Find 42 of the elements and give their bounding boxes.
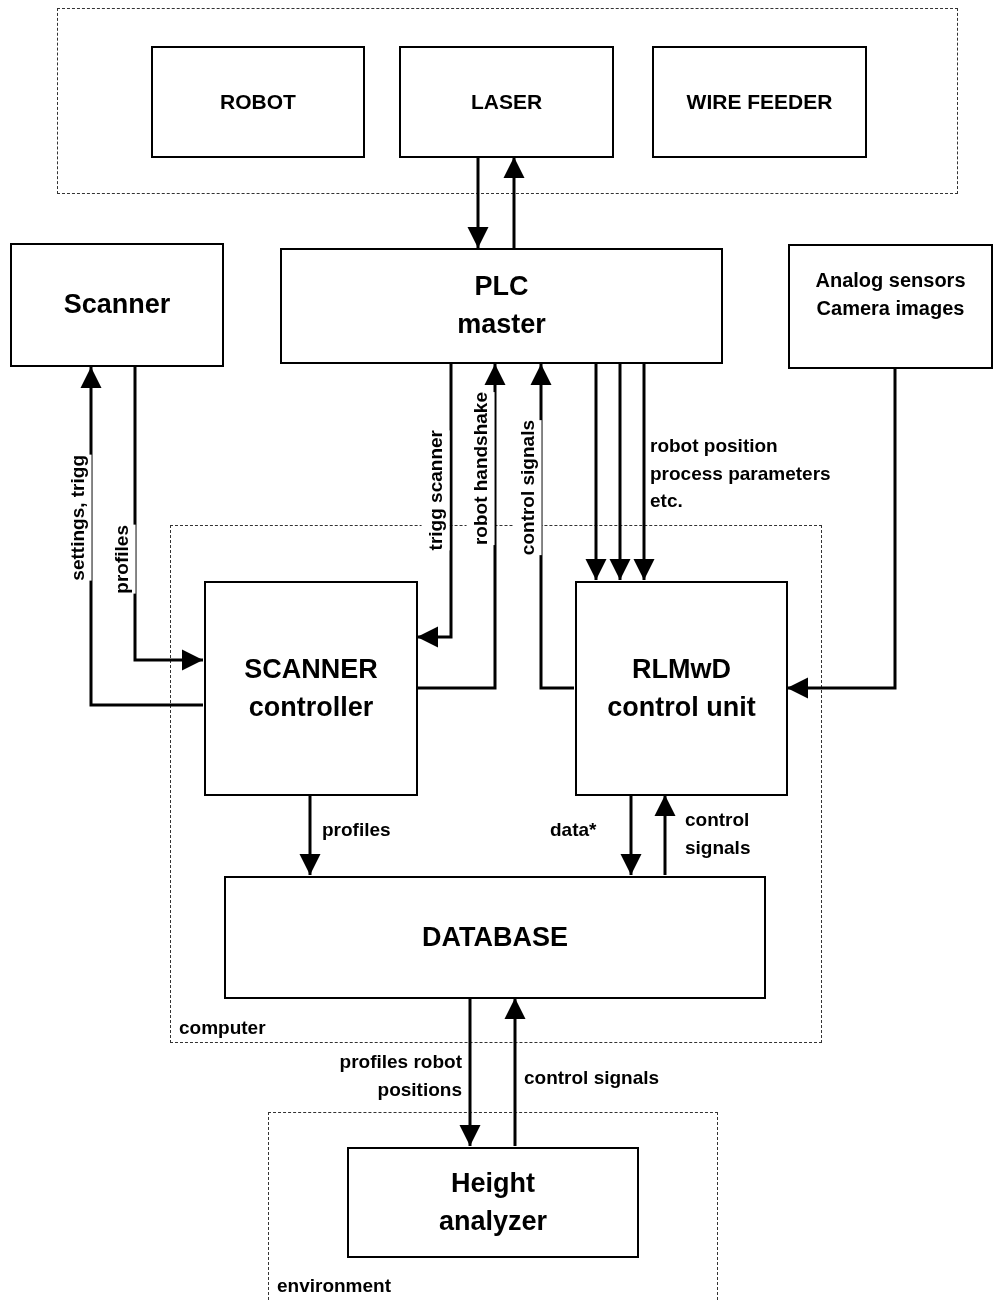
arrow [585, 364, 607, 580]
arrow [80, 367, 203, 707]
arrow [787, 369, 897, 699]
block-box [280, 248, 723, 364]
arrow [620, 795, 642, 875]
block-box [788, 244, 993, 369]
arrow [654, 795, 676, 875]
arrow [530, 364, 574, 690]
edge-label: trigg scanner [422, 430, 450, 551]
box-label: WIRE FEEDER [686, 89, 833, 116]
arrow [459, 998, 481, 1146]
arrow [133, 367, 203, 671]
arrow [299, 795, 321, 875]
edge-label: robot handshake [467, 392, 495, 546]
arrow [467, 157, 489, 248]
block-box [224, 876, 766, 999]
box-label: DATABASE [422, 920, 568, 954]
arrow [504, 998, 526, 1146]
box-label: Camera images [816, 296, 965, 321]
box-label: ROBOT [219, 89, 297, 116]
box-label: Scanner [63, 288, 171, 322]
dashed-group-frame [268, 1112, 718, 1300]
box-label: Analog sensors [815, 268, 966, 293]
block-box [652, 46, 867, 158]
box-label: LASER [470, 89, 543, 116]
edge-label: control signals [514, 420, 542, 556]
dashed-group-frame [57, 8, 958, 194]
box-label: PLC master [456, 270, 547, 341]
box-label: Height analyzer [437, 1166, 549, 1238]
arrow [609, 364, 631, 580]
block-box [399, 46, 614, 158]
block-box [151, 46, 365, 158]
arrow [417, 364, 506, 690]
arrow [633, 364, 655, 580]
box-label: SCANNER controller [243, 652, 379, 724]
block-box [347, 1147, 639, 1258]
arrow [503, 157, 525, 248]
block-box [575, 581, 788, 796]
block-box [10, 243, 224, 367]
block-box [204, 581, 418, 796]
arrow [417, 364, 453, 648]
box-label: RLMwD control unit [606, 652, 757, 724]
